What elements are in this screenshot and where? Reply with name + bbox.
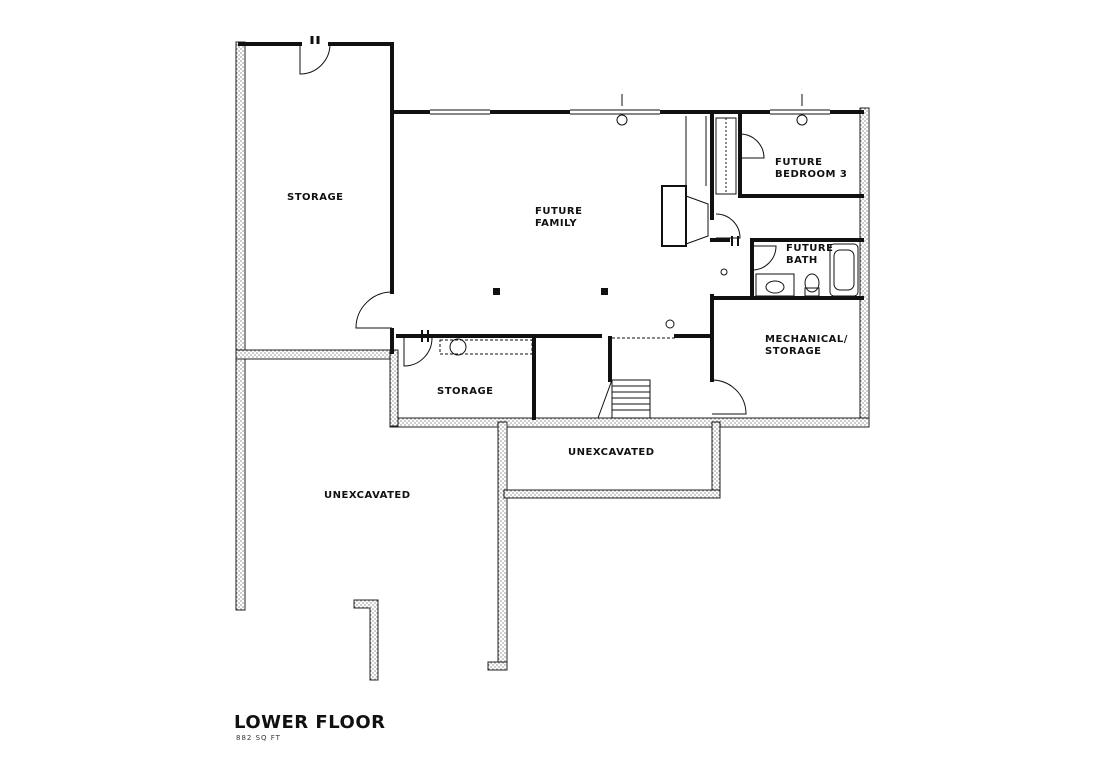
label-storage-left: STORAGE <box>287 192 344 203</box>
vanity <box>755 273 795 297</box>
foundation-wall-storage-left <box>389 349 399 427</box>
label-bath-line2: BATH <box>786 255 818 266</box>
fireplace-box <box>685 195 709 245</box>
toilet-tank <box>804 287 820 297</box>
thermostat <box>720 268 728 276</box>
label-bedroom-line1: FUTURE <box>775 157 822 168</box>
tub-inner <box>833 249 855 291</box>
stairs <box>597 379 651 419</box>
foundation-wall-divider <box>235 349 397 360</box>
door-swing-storage-side <box>355 291 393 329</box>
plan-title: LOWER FLOOR <box>234 712 386 733</box>
fixtures <box>310 36 808 342</box>
plan-area: 882 SQ FT <box>236 734 281 742</box>
foundation-wall-center-left <box>497 421 508 671</box>
toilet-bowl <box>804 273 820 293</box>
foundation-wall-center-bottom <box>503 489 721 499</box>
door-swing-closet <box>739 133 765 159</box>
foundation-wall-center-right <box>711 421 721 499</box>
doors <box>299 43 777 415</box>
column-2 <box>601 288 608 295</box>
door-swing-mechanical <box>711 379 747 415</box>
wall-storage-top-right <box>328 42 394 114</box>
door-swing-bedroom <box>715 213 741 239</box>
label-bedroom-line2: BEDROOM 3 <box>775 169 847 180</box>
light-fixture-2 <box>796 114 808 126</box>
foundation-wall-right <box>859 107 870 427</box>
door-swing-storage-top <box>299 43 331 75</box>
foundation-wall-bottom-stub <box>487 661 508 671</box>
sink <box>765 280 785 294</box>
column-1 <box>493 288 500 295</box>
label-unexcavated-small: UNEXCAVATED <box>568 447 655 458</box>
label-family-line2: FAMILY <box>535 218 577 229</box>
foundation-wall-left-lower <box>235 351 246 611</box>
smoke-detector <box>665 319 675 329</box>
label-mech-line2: STORAGE <box>765 346 822 357</box>
detail-lines <box>430 109 859 419</box>
foundation-wall-left-upper <box>235 41 246 359</box>
foundation-walls <box>235 41 870 681</box>
label-unexcavated-large: UNEXCAVATED <box>324 490 411 501</box>
light-fixture-1 <box>616 114 628 126</box>
label-mech-line1: MECHANICAL/ <box>765 334 848 345</box>
foundation-wall-bottom-right <box>389 417 870 428</box>
fireplace-surround <box>661 185 687 247</box>
tub <box>829 243 859 297</box>
door-swing-bath <box>751 245 777 271</box>
interior-walls <box>238 42 864 420</box>
foundation-wall-j-stub <box>353 599 379 681</box>
columns <box>493 288 608 295</box>
water-heater <box>449 338 467 356</box>
door-swing-small-storage <box>403 337 433 367</box>
label-storage-small: STORAGE <box>437 386 494 397</box>
label-family-line1: FUTURE <box>535 206 582 217</box>
label-bath-line1: FUTURE <box>786 243 833 254</box>
water-heater-shelf <box>439 339 533 355</box>
